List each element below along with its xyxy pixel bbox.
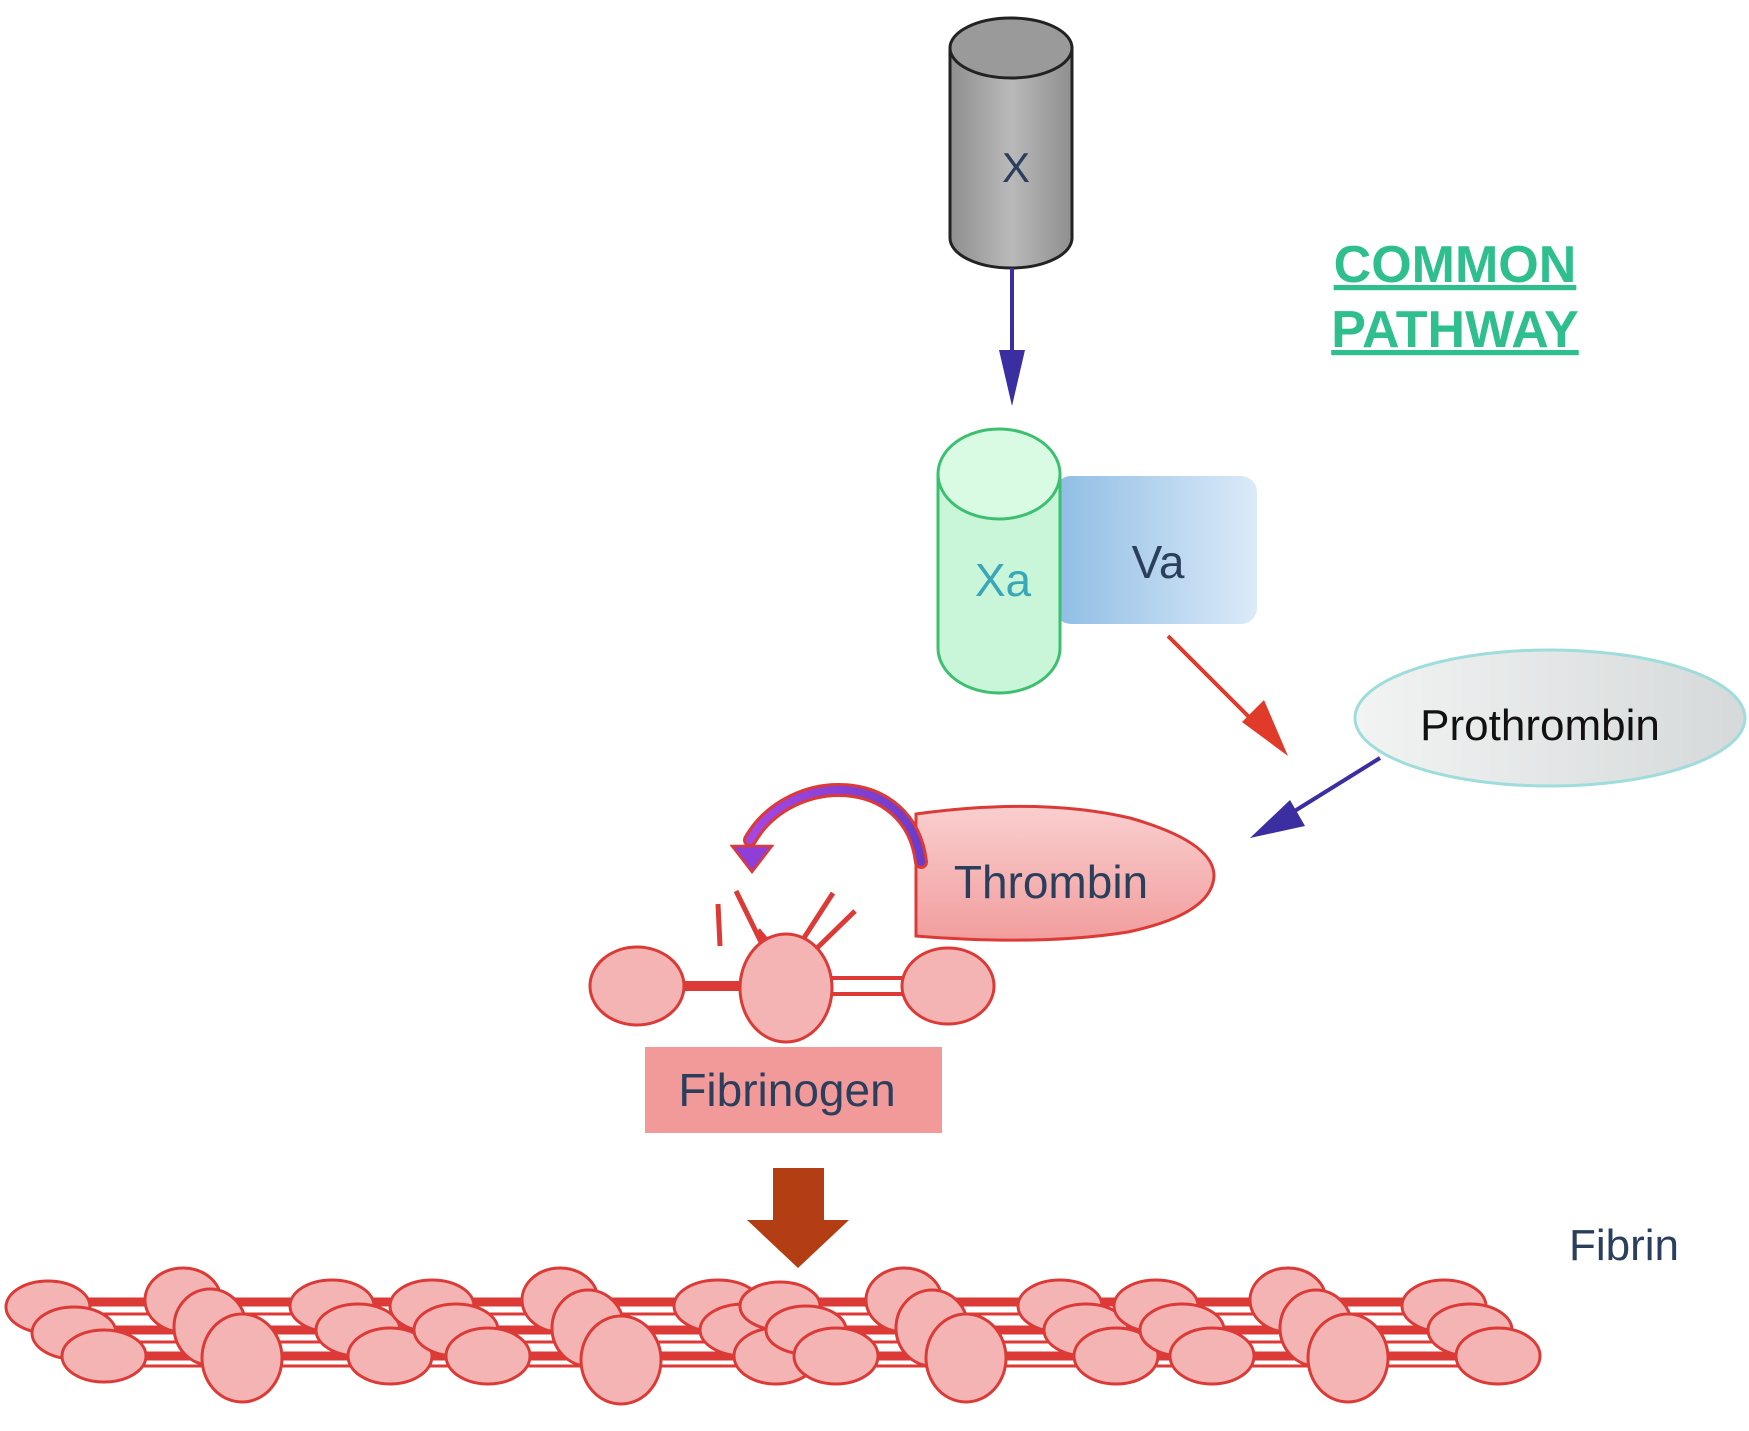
arrow-xava-to-conversion [1166,634,1288,756]
thrombin-node [914,804,1216,942]
factor-va-block [1055,476,1257,624]
fibrinogen-molecule [588,889,996,1044]
factor-va-label: Va [1132,536,1185,588]
prothrombin-label: Prothrombin [1420,701,1660,750]
curved-arrow-thrombin-to-fibrinogen [729,783,928,875]
fibrin-polymer [4,1266,1542,1406]
prothrombin-node [1353,648,1747,788]
factor-x-cylinder [948,16,1074,270]
fibrinogen-label: Fibrinogen [678,1064,895,1116]
title-pathway: PATHWAY [1331,301,1579,359]
factor-xa-cylinder [936,427,1062,695]
arrow-x-to-xa [999,268,1025,406]
thrombin-label: Thrombin [954,856,1148,908]
arrow-fibrinogen-to-fibrin [747,1168,849,1268]
fibrinogen-label-box [645,1047,942,1133]
fibrin-label: Fibrin [1569,1221,1679,1270]
factor-xa-label: Xa [975,554,1032,606]
factor-x-label: X [1002,144,1030,191]
arrow-prothrombin-to-thrombin [1250,756,1382,838]
title-common: COMMON [1334,236,1577,294]
fibrin-beads [4,1266,1542,1406]
